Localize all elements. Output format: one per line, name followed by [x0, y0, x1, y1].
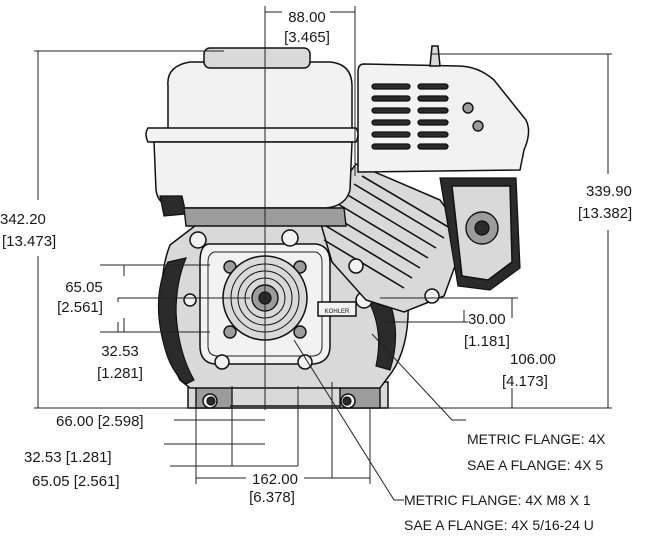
dimension-labels: 88.00 [3.465] 342.20 [13.473] 339.90 [13… [0, 9, 632, 506]
brand-label: KOHLER [317, 301, 357, 317]
dim-base-width-mm: 162.00 [252, 471, 298, 488]
right-housing-icon [439, 177, 521, 291]
dim-overall-height-right-in: [13.382] [578, 205, 632, 222]
dim-shaft-offset-mm: 30.00 [468, 311, 506, 328]
dim-top-offset-in: [3.465] [284, 29, 330, 46]
mounting-hole-icons [206, 396, 352, 406]
note-upper-metric: METRIC FLANGE: 4X [467, 431, 606, 447]
dim-top-offset-mm: 88.00 [288, 9, 326, 26]
fuel-tank-icon [145, 47, 359, 227]
dim-shaft-height-mm: 106.00 [510, 351, 556, 368]
note-upper-sae: SAE A FLANGE: 4X 5 [467, 457, 603, 473]
dim-flange-horizontal-outer: 65.05 [2.561] [32, 473, 120, 490]
dim-overall-height-left-mm: 342.20 [0, 211, 46, 228]
note-lower-sae: SAE A FLANGE: 4X 5/16-24 U [404, 517, 594, 533]
blower-housing-icon [357, 45, 530, 173]
dim-base-half-width: 66.00 [2.598] [56, 413, 144, 430]
dim-flange-vertical-outer-mm: 65.05 [65, 279, 103, 296]
svg-text:KOHLER: KOHLER [325, 309, 350, 315]
dim-flange-vertical-outer-in: [2.561] [57, 299, 103, 316]
dim-shaft-height-in: [4.173] [502, 373, 548, 390]
engine-illustration: KOHLER [145, 45, 530, 409]
dim-flange-vertical-inner-in: [1.281] [97, 365, 143, 382]
dim-base-width-in: [6.378] [249, 489, 295, 506]
note-lower-metric: METRIC FLANGE: 4X M8 X 1 [404, 492, 591, 508]
dim-flange-vertical-inner-mm: 32.53 [101, 343, 139, 360]
flange-notes: METRIC FLANGE: 4X SAE A FLANGE: 4X 5 MET… [404, 431, 606, 533]
dimension-lines [34, 6, 612, 501]
dim-flange-horizontal-inner: 32.53 [1.281] [24, 449, 112, 466]
dim-shaft-offset-in: [1.181] [464, 333, 510, 350]
dim-overall-height-right-mm: 339.90 [586, 183, 632, 200]
dim-overall-height-left-in: [13.473] [2, 233, 56, 250]
